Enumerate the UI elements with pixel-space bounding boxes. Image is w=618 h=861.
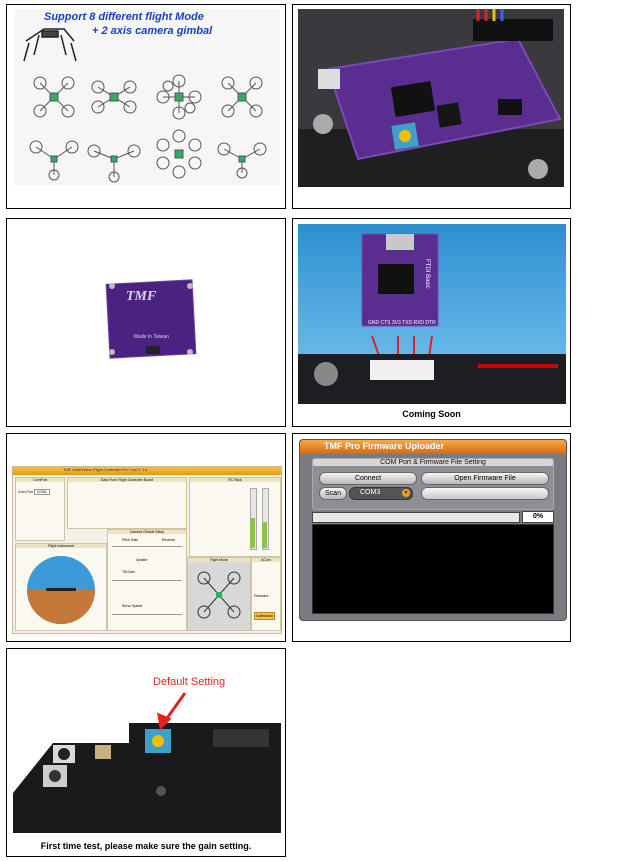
gimbal-tilt-label: Tilt Gain (122, 570, 135, 574)
firmware-label: Firmware (254, 594, 269, 598)
board-purple-drawing: TMF Made In Taiwan (105, 279, 197, 359)
panel-flight-mode: Flight Mode (187, 557, 251, 631)
panel-rc-title: RC Stick (190, 478, 280, 482)
ftdi-caption: Coming Soon (402, 409, 461, 419)
com-label: Com Port (18, 490, 33, 494)
quad-row-1 (33, 74, 263, 120)
com-row: Com Port COM1 (18, 489, 50, 495)
ftdi-board-image: FTDI Basic GND CTS 3V3 TXD RXD DTR (298, 224, 566, 404)
multirotor-row-2 (29, 129, 267, 183)
board-closeup-image (298, 9, 564, 187)
panel-comport: ComPort Com Port COM1 (15, 477, 65, 541)
dropdown-arrow-icon: ▼ (402, 489, 410, 497)
uploader-group-title: COM Port & Firmware File Setting (313, 459, 553, 466)
default-setting-label: Default Setting (153, 676, 226, 688)
default-setting-drawing (13, 692, 281, 833)
panel-acom-title: ACom (252, 558, 280, 562)
gui-tool-image: TMF Multi-Rotor Flight Controller Pro To… (12, 466, 282, 634)
panel-acom: ACom Firmware Calibration (251, 557, 281, 631)
flight-mode-diagrams (23, 28, 267, 183)
svg-text:Made In Taiwan: Made In Taiwan (134, 334, 169, 340)
progress-percent: 0% (522, 511, 554, 523)
uploader-titlebar: TMF Pro Firmware Uploader (300, 440, 566, 454)
panel-data-title: Data From Flight Controller Board (68, 478, 186, 482)
com-select-value: COM3 (360, 489, 381, 496)
cell-flight-modes: Support 8 different flight Mode + 2 axis… (6, 4, 286, 209)
board-purple-image: TMF Made In Taiwan (8, 220, 284, 425)
cell-default-setting: Default Setting First time test, please … (6, 648, 286, 857)
calibration-button[interactable]: Calibration (254, 612, 275, 620)
cell-board-purple: TMF Made In Taiwan (6, 218, 286, 427)
com-select[interactable]: COM3 ▼ (349, 487, 413, 500)
uploader-window: TMF Pro Firmware Uploader COM Port & Fir… (299, 439, 567, 621)
cell-board-closeup (292, 4, 571, 209)
ftdi-pin-labels: GND CTS 3V3 TXD RXD DTR (368, 320, 436, 326)
panel-flight-instrument: Flight Instrument (15, 543, 107, 631)
panel-fi-title: Flight Instrument (16, 544, 106, 548)
board-closeup-drawing (298, 9, 564, 187)
default-setting-image: Default Setting (13, 653, 281, 833)
connect-button[interactable]: Connect (319, 472, 417, 485)
uploader-title: TMF Pro Firmware Uploader (324, 441, 445, 451)
cell-gui-tool: TMF Multi-Rotor Flight Controller Pro To… (6, 433, 286, 642)
attitude-indicator (27, 556, 95, 624)
log-console (312, 524, 554, 614)
uploader-group: COM Port & Firmware File Setting Connect… (312, 458, 554, 510)
gimbal-sketch (23, 28, 77, 62)
open-firmware-button[interactable]: Open Firmware File (421, 472, 549, 485)
flight-modes-image: Support 8 different flight Mode + 2 axis… (14, 9, 280, 185)
banner-line2: + 2 axis camera gimbal (92, 25, 213, 37)
gui-titlebar: TMF Multi-Rotor Flight Controller Pro To… (13, 467, 281, 475)
default-setting-caption: First time test, please make sure the ga… (40, 841, 252, 851)
file-path-field[interactable] (421, 487, 549, 500)
ftdi-board-drawing: FTDI Basic GND CTS 3V3 TXD RXD DTR (298, 224, 566, 404)
cell-uploader: TMF Pro Firmware Uploader COM Port & Fir… (292, 433, 571, 642)
svg-text:TMF: TMF (126, 289, 157, 304)
panel-comport-title: ComPort (16, 478, 64, 482)
gimbal-pitch-label: Pitch Gain (122, 538, 139, 542)
banner-line1: Support 8 different flight Mode (44, 11, 204, 23)
gimbal-servo-label: Servo Speed (122, 604, 143, 608)
cell-ftdi-board: FTDI Basic GND CTS 3V3 TXD RXD DTR Comin… (292, 218, 571, 427)
panel-rc-stick: RC Stick (189, 477, 281, 557)
ftdi-chip-label: FTDI Basic (424, 259, 430, 289)
gimbal-reverse-1[interactable]: Reverse (162, 538, 176, 542)
panel-camera-gimbal: Camera Gimbal Setup Pitch Gain Reverse U… (107, 529, 187, 631)
gimbal-update-1[interactable]: Update (136, 558, 148, 562)
progress-bar (312, 512, 520, 523)
panel-data: Data From Flight Controller Board (67, 477, 187, 529)
com-value[interactable]: COM1 (33, 489, 50, 495)
gui-title: TMF Multi-Rotor Flight Controller Pro To… (63, 467, 148, 472)
panel-mode-title: Flight Mode (188, 558, 250, 562)
flight-mode-quad (197, 571, 241, 619)
scan-button[interactable]: Scan (319, 487, 347, 500)
panel-gimbal-title: Camera Gimbal Setup (108, 530, 186, 534)
